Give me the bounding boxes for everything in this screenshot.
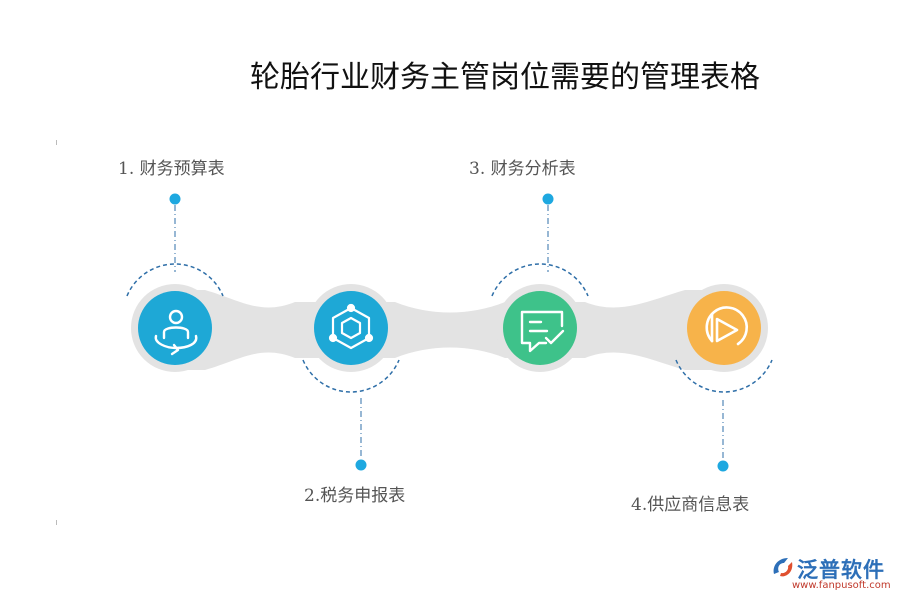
node-circle-3: [503, 291, 577, 365]
label-supplier-info: 4.供应商信息表: [631, 495, 750, 515]
connector-dot-1: [169, 193, 181, 205]
connector-dot-3: [542, 193, 554, 205]
arc-top-1: [126, 263, 224, 297]
node-circle-4: [687, 291, 761, 365]
chat-check-icon: [520, 310, 565, 353]
arc-bottom-2: [302, 359, 400, 393]
arc-bottom-4: [675, 359, 773, 393]
connector-dot-4: [717, 460, 729, 472]
logo-mark-icon: [773, 558, 793, 577]
label-budget: 1. 财务预算表: [118, 159, 225, 179]
play-circle-icon: [705, 306, 748, 346]
edge-mark-top: [56, 140, 57, 145]
network-cube-icon: [328, 303, 374, 350]
track-band: [175, 290, 725, 370]
logo-name: 泛普软件: [797, 558, 885, 582]
person-meditation-icon: [154, 309, 198, 356]
connector-dot-2: [355, 459, 367, 471]
arc-top-3: [491, 263, 589, 297]
logo: 泛普软件 www.fanpusoft.com: [770, 552, 898, 596]
logo-url: www.fanpusoft.com: [792, 580, 891, 591]
node-circle-2: [314, 291, 388, 365]
label-tax-declaration: 2.税务申报表: [304, 486, 406, 506]
label-financial-analysis: 3. 财务分析表: [469, 159, 576, 179]
edge-mark-bottom: [56, 520, 57, 525]
page-title: 轮胎行业财务主管岗位需要的管理表格: [250, 60, 760, 95]
